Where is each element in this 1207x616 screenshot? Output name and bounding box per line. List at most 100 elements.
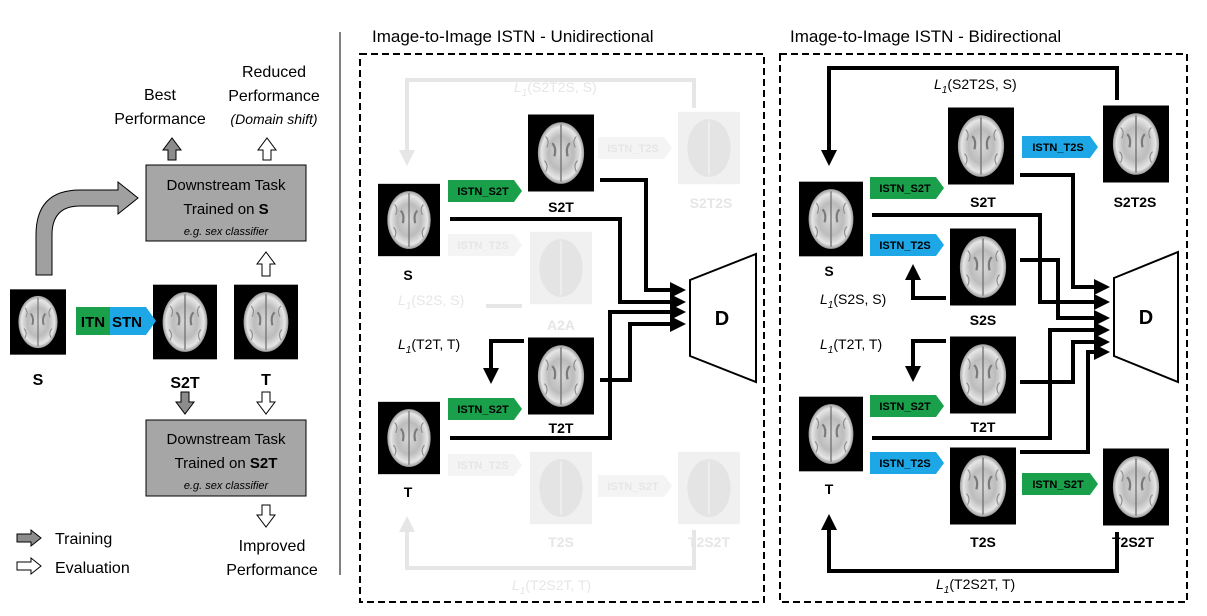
uni-discriminator-label: D [715,308,729,330]
bi-line-t2t-to-d [1020,334,1110,384]
bi-tag-s2t-low [1022,473,1098,495]
domain-shift-note: (Domain shift) [230,111,317,127]
bi-discriminator-label: D [1139,307,1153,329]
bi-label-t: T [825,481,834,497]
uni-tag-s2t-low-label: ISTN_S2T [457,404,509,416]
bi-line-t-to-d [872,322,1110,440]
uni-image-a2a [530,231,592,305]
uni-loss-s2s: L1(S2S, S) [398,292,464,312]
bi-line-s2s-to-d [1020,258,1110,326]
uni-label-s: S [403,267,412,283]
itn-block [76,307,110,335]
improved-performance-line1: Improved [239,538,306,555]
bi-tag-s2t-low-label: ISTN_S2T [1032,479,1084,491]
task-top-line1: Downstream Task [167,177,286,194]
bi-line-t2s-to-d [1020,344,1110,454]
uni-label-t2s: T2S [548,534,574,550]
uni-line-t2t-to-d [600,316,686,382]
uni-label-s2t: S2T [548,199,574,215]
bi-loss-s2t2s: L1(S2T2S, S) [934,76,1017,96]
task-bottom-line1: Downstream Task [167,431,286,448]
bi-image-t2t [950,335,1016,415]
uni-faded-bottom-loop [399,516,696,570]
bi-image-s [799,180,863,258]
bi-tag-s2t-top [870,177,944,199]
uni-image-t [378,400,440,476]
training-up-arrow-icon [162,137,182,161]
itn-label: ITN [81,314,105,331]
bi-image-s2s [950,227,1016,307]
reduced-performance-line1: Reduced [242,64,306,81]
legend-training-label: Training [55,531,112,548]
bi-discriminator [1113,250,1179,384]
uni-loss-t2t: L1(T2T, T) [398,336,460,356]
bi-label-t2s2t: T2S2T [1112,534,1154,550]
uni-image-t2s2t [678,451,740,525]
best-performance-line2: Performance [114,111,206,128]
left-panel: Best Performance Reduced Performance (Do… [10,64,320,579]
bi-loss-t2t: L1(T2T, T) [820,336,882,356]
bi-loss-s2s: L1(S2S, S) [820,291,886,311]
uni-t2t-return-arrow [483,339,524,384]
t-to-task-eval-arrow-icon [256,251,276,277]
uni-label-s2t2s: S2T2S [690,195,733,211]
bi-tag-t2s-mid [870,234,944,256]
bi-bottom-loop-arrow [821,514,1119,573]
bi-tag-t2s-low-label: ISTN_T2S [879,458,930,470]
uni-title: Image-to-Image ISTN - Unidirectional [372,27,654,46]
bi-line-s2t-to-d [1020,173,1110,295]
left-image-s [10,288,66,356]
training-down-arrow-icon [175,391,195,415]
uni-frame [359,53,765,603]
uni-loss-t2s2t: L1(T2S2T, T) [512,577,591,597]
uni-faded-tag-t2s-low-label: ISTN_T2S [457,460,508,472]
left-label-t: T [261,372,271,389]
best-performance-line1: Best [144,87,177,104]
unidirectional-panel: Image-to-Image ISTN - Unidirectional L1(… [359,27,765,603]
uni-tag-s2t-top [448,180,522,202]
evaluation-up-arrow-icon [257,137,277,161]
task-bottom-example: e.g. sex classifier [184,480,270,492]
bi-image-s2t2s [1103,104,1169,184]
bi-tag-t2s-mid-label: ISTN_T2S [879,240,930,252]
uni-faded-tag-t2s-mid [448,234,522,256]
bi-top-loop-arrow [821,66,1119,166]
uni-faded-top-loop [399,78,696,166]
bi-tag-t2s-top [1022,136,1098,158]
reduced-performance-line2: Performance [228,88,320,105]
uni-label-t2t: T2T [549,420,574,436]
uni-loss-s2t2s: L1(S2T2S, S) [514,79,597,99]
downstream-task-source-box [145,164,307,242]
legend-evaluation-label: Evaluation [55,560,130,577]
uni-tag-s2t-top-label: ISTN_S2T [457,186,509,198]
bi-loss-t2s2t: L1(T2S2T, T) [936,576,1015,596]
bi-tag-t2s-low [870,452,944,474]
left-image-s2t [153,283,217,361]
bi-t2t-return-arrow [905,339,946,382]
uni-image-s2t [528,113,594,193]
bi-label-t2t: T2T [971,419,996,435]
uni-line-t-to-d [450,304,686,440]
left-label-s: S [33,372,44,389]
bi-tag-s2t-mid [870,395,944,417]
uni-faded-tag-t2s-top-label: ISTN_T2S [607,143,658,155]
improved-down-arrow-icon [256,504,276,528]
uni-line-s-to-d [450,217,686,310]
legend-evaluation-arrow-icon [16,556,42,576]
bidirectional-panel: Image-to-Image ISTN - Bidirectional L1(S… [779,27,1188,603]
bi-tag-t2s-top-label: ISTN_T2S [1032,142,1083,154]
legend-training-arrow-icon [16,528,42,548]
bi-image-s2t [948,106,1014,186]
uni-image-s [378,182,440,258]
bi-label-s2t2s: S2T2S [1114,194,1157,210]
uni-image-t2t [528,336,594,416]
uni-line-s2t-to-d [600,178,686,298]
improved-performance-line2: Performance [226,562,318,579]
bi-title: Image-to-Image ISTN - Bidirectional [790,27,1061,46]
task-bottom-line2: Trained on S2T [175,455,278,472]
uni-faded-tag-t2s-top [598,137,672,159]
uni-faded-tag-t2s-low [448,454,522,476]
bi-tag-s2t-top-label: ISTN_S2T [879,183,931,195]
evaluation-down-arrow-icon [256,391,276,415]
bi-frame [779,53,1188,603]
